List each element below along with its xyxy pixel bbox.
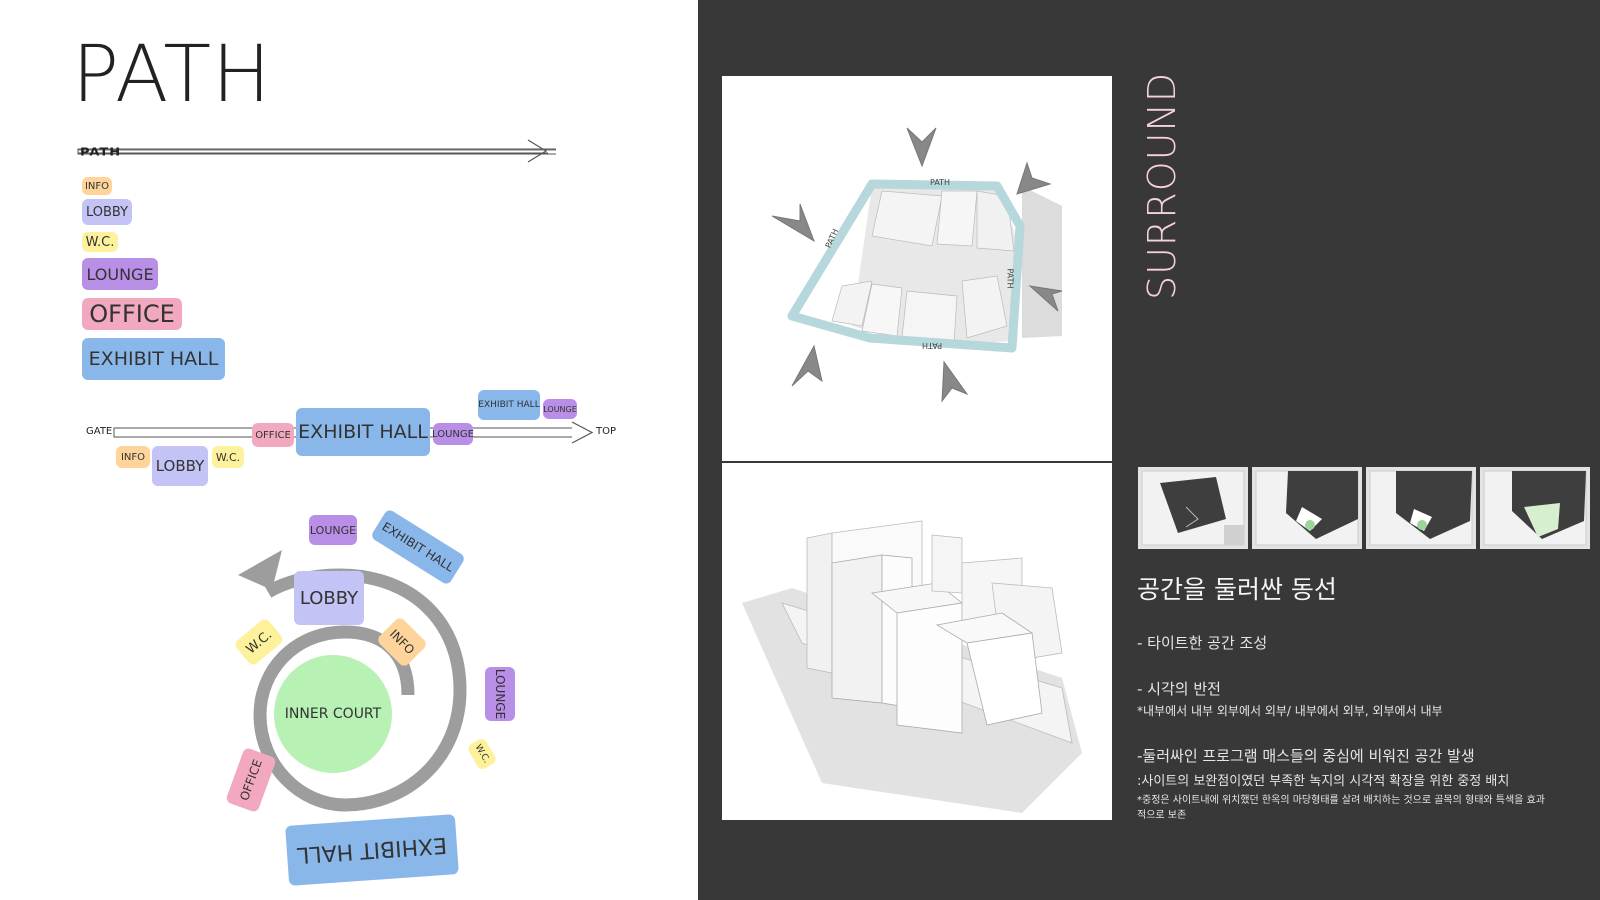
note-2: - 시각의 반전 xyxy=(1137,680,1221,698)
legend-info: INFO xyxy=(82,177,112,195)
linear-exhibit-hall-upper: EXHIBIT HALL xyxy=(478,390,540,420)
inner-court: INNER COURT xyxy=(274,655,392,773)
linear-info: INFO xyxy=(116,446,150,468)
site-thumbnail-3 xyxy=(1366,467,1476,549)
linear-wc: W.C. xyxy=(212,446,244,468)
site-path-top: PATH xyxy=(930,178,951,187)
legend-wc: W.C. xyxy=(82,232,118,252)
circular-exhibit-hall-bottom: EXHIBIT HALL xyxy=(285,814,459,886)
note-3: *내부에서 내부 외부에서 외부/ 내부에서 외부, 외부에서 내부 xyxy=(1137,704,1443,718)
linear-exhibit-hall: EXHIBIT HALL xyxy=(296,408,430,456)
site-plan-panel: PATH PATH PATH PATH xyxy=(722,76,1112,461)
note-5: :사이트의 보완점이였던 부족한 녹지의 시각적 확장을 위한 중정 배치 xyxy=(1137,774,1510,789)
inner-court-label: INNER COURT xyxy=(284,706,382,722)
site-thumbnail-4 xyxy=(1480,467,1590,549)
legend-exhibit-hall: EXHIBIT HALL xyxy=(82,338,225,380)
path-arrow-label: PATH xyxy=(80,146,122,159)
note-4: -둘러싸인 프로그램 매스들의 중심에 비워진 공간 발생 xyxy=(1137,747,1475,765)
surround-title: SURROUND xyxy=(1140,71,1184,300)
site-plan-drawing xyxy=(771,127,1063,403)
circular-lobby: LOBBY xyxy=(294,571,364,625)
circular-path-arrow xyxy=(238,550,467,812)
legend-lounge: LOUNGE xyxy=(82,258,158,290)
surround-title-wrap: SURROUND xyxy=(1140,72,1184,300)
linear-lobby: LOBBY xyxy=(152,446,208,486)
top-label: TOP xyxy=(596,426,617,437)
massing-drawing xyxy=(742,520,1082,813)
legend-lobby: LOBBY xyxy=(82,199,132,225)
gate-label: GATE xyxy=(86,426,113,437)
circular-lounge-top: LOUNGE xyxy=(309,515,357,545)
section-heading: 공간을 둘러싼 동선 xyxy=(1137,575,1337,604)
path-diagram-panel: PATH PATH INFO LOBBY W.C. LOUNGE OFFICE … xyxy=(0,0,698,900)
site-path-right: PATH xyxy=(1005,268,1015,289)
site-path-bottom: PATH xyxy=(922,341,943,350)
page-title: PATH xyxy=(72,30,272,120)
circular-lounge-right: LOUNGE xyxy=(485,667,515,721)
path-arrow xyxy=(77,139,556,163)
linear-lounge: LOUNGE xyxy=(432,423,474,445)
note-7: 적으로 보존 xyxy=(1137,810,1187,821)
linear-lounge-upper: LOUNGE xyxy=(543,399,577,419)
site-thumbnail-2 xyxy=(1252,467,1362,549)
linear-office: OFFICE xyxy=(252,423,294,447)
site-thumbnail-1 xyxy=(1138,467,1248,549)
note-6: *중정은 사이트내에 위치했던 한옥의 마당형태를 살려 배치하는 것으로 골목… xyxy=(1137,795,1545,806)
massing-panel xyxy=(722,463,1112,820)
note-1: - 타이트한 공간 조성 xyxy=(1137,634,1268,652)
legend-office: OFFICE xyxy=(82,298,182,330)
